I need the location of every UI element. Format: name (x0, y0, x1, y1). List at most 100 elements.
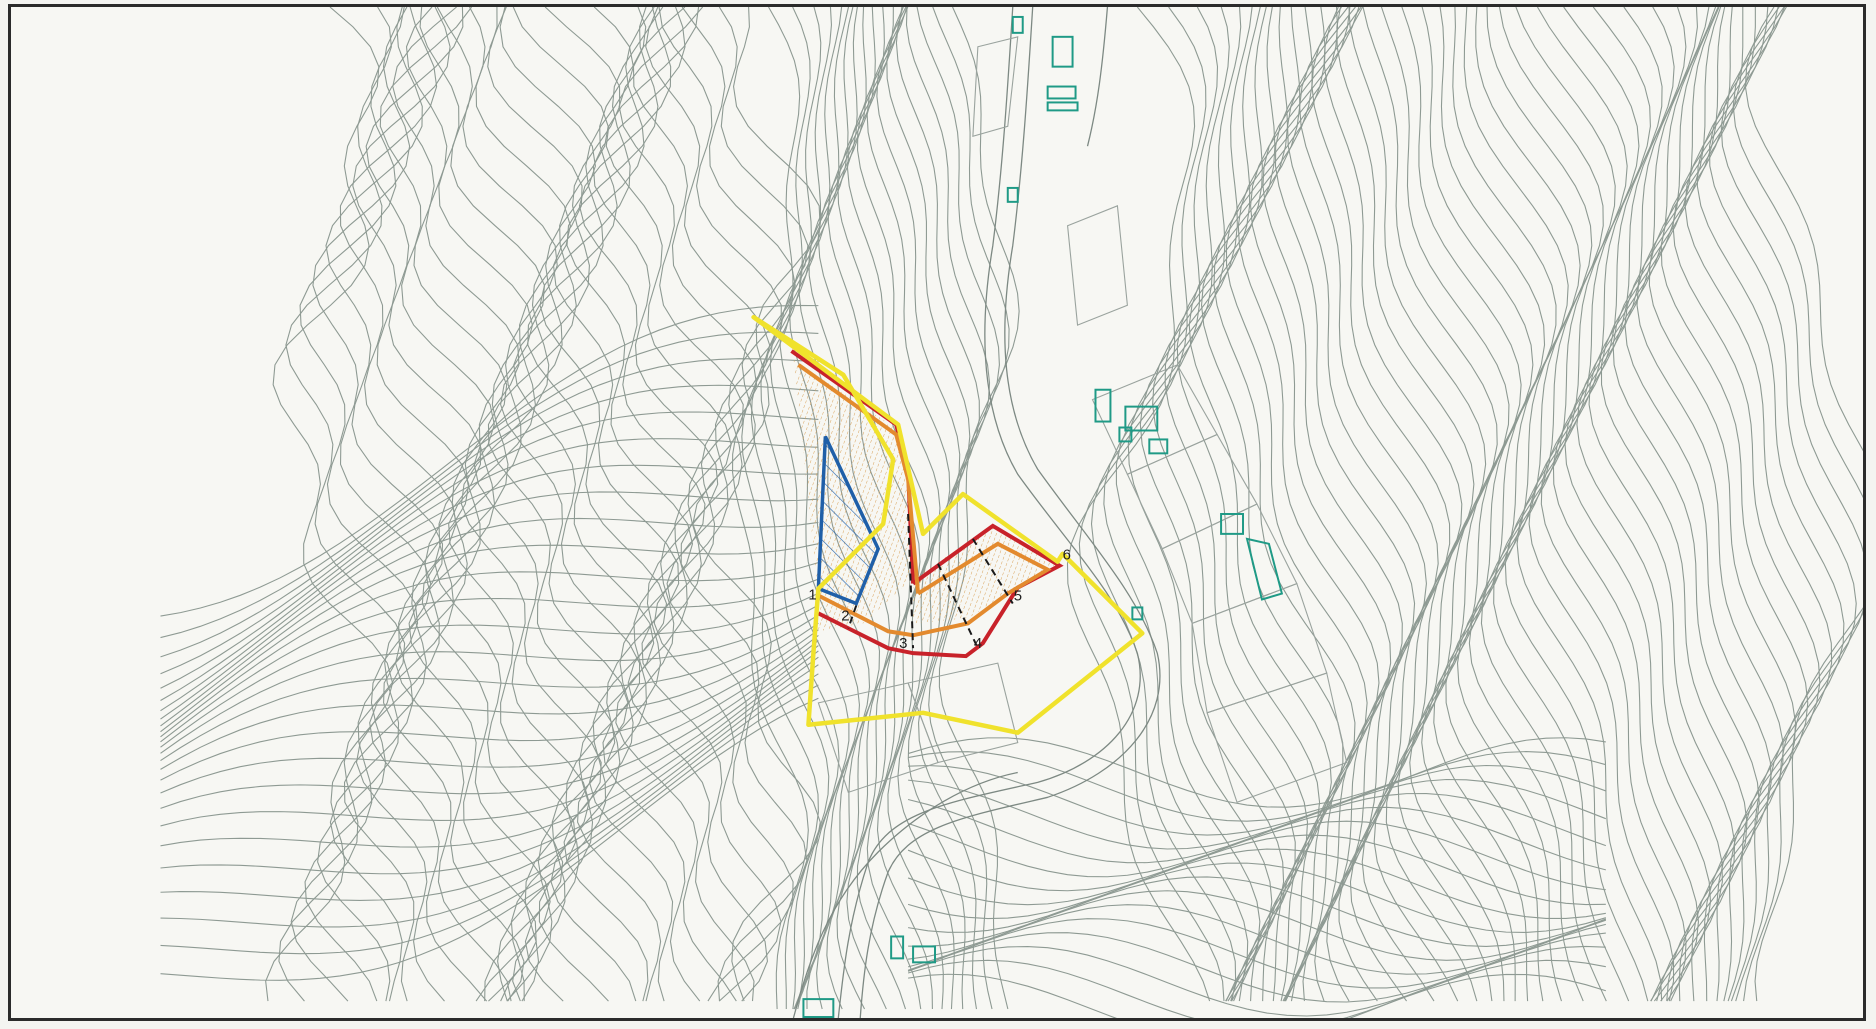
contour-line (1636, 7, 1784, 1002)
contour-line (1385, 7, 1534, 1002)
contour-line (602, 7, 732, 1002)
profile-point-4: 4 (974, 635, 982, 652)
contour-line (487, 7, 616, 1002)
contour-line (1078, 7, 1225, 1002)
contour-line (160, 635, 819, 794)
contour-line (160, 650, 819, 848)
contour-line (383, 7, 512, 1002)
contour-line (160, 604, 819, 754)
contour-line (1588, 7, 1736, 1002)
contour-line (160, 304, 819, 617)
contour-line (760, 7, 840, 1010)
contour-line (160, 592, 819, 748)
contour-line (524, 7, 655, 1002)
contour-line (160, 645, 819, 827)
parcel (1191, 582, 1328, 714)
contour-line (160, 622, 819, 770)
profile-line-2 (847, 605, 858, 629)
orange-line-north[interactable] (797, 363, 921, 594)
contour-line (750, 7, 830, 1010)
contour-line (908, 973, 1606, 1018)
contour-line (1103, 7, 1249, 1002)
contour-line (473, 7, 602, 1002)
contour-line (1225, 7, 1368, 1002)
blue-hatched-zone[interactable] (816, 435, 881, 606)
contour-line (1709, 7, 1857, 1002)
contour-line (329, 7, 457, 1002)
main-road-edge-right (859, 7, 1161, 1018)
contour-line (1516, 7, 1663, 1002)
contour-line (907, 945, 1606, 1017)
parcel (1066, 205, 1128, 326)
contour-line (1732, 7, 1863, 1002)
yellow-boundary[interactable] (751, 314, 1145, 735)
contour-line (355, 7, 482, 1002)
contour-line (1361, 7, 1510, 1002)
contour-line (1468, 7, 1616, 1002)
contour-line (846, 7, 931, 1010)
contour-line (908, 778, 1607, 850)
building (1094, 388, 1112, 423)
contour-line (160, 358, 819, 658)
building (802, 998, 835, 1018)
contour-line (908, 764, 1607, 836)
contour-lines (160, 7, 1863, 1018)
building (1011, 15, 1024, 34)
contour-line (317, 7, 444, 1002)
contour-line (1326, 7, 1475, 1002)
contour-line (1066, 7, 1211, 1002)
site-plan-overlay[interactable]: 1 2 3 4 5 6 (751, 314, 1145, 735)
contour-line (769, 7, 850, 1010)
profile-line-3 (907, 513, 915, 649)
contour-line (1433, 7, 1581, 1002)
profile-point-1: 1 (808, 587, 816, 604)
profile-point-2: 2 (841, 607, 849, 624)
contour-line (1274, 7, 1416, 1002)
contour-line (160, 640, 819, 809)
parcel (907, 662, 1019, 764)
contour-line (1314, 7, 1463, 1002)
building (1124, 405, 1159, 432)
contour-line (1744, 7, 1863, 1002)
contour-line (1262, 7, 1403, 1002)
contour-line (434, 7, 564, 1002)
hatched-slope-area-south (913, 525, 1058, 624)
contour-line (1090, 7, 1237, 1002)
contour-line (1648, 7, 1797, 1002)
contour-line (421, 7, 551, 1002)
contour-line (907, 751, 1606, 822)
contour-line (907, 834, 1606, 906)
contour-line (1696, 7, 1845, 1002)
parcel (1206, 672, 1348, 803)
contour-line (304, 7, 432, 1002)
building (890, 935, 905, 960)
orange-line-south[interactable] (817, 541, 1052, 638)
contour-line (343, 7, 470, 1002)
contour-line (1139, 7, 1285, 1002)
contour-line (1127, 7, 1273, 1002)
contour-line (160, 614, 819, 761)
map-frame: 1 2 3 4 5 6 (8, 4, 1866, 1021)
profile-line-5 (972, 538, 1014, 604)
contour-line (1373, 7, 1522, 1002)
contour-line (160, 464, 819, 712)
contour-line (160, 517, 819, 727)
contour-line (160, 384, 819, 675)
profile-point-3: 3 (899, 635, 907, 652)
contour-line (856, 7, 941, 1010)
profile-point-5: 5 (1014, 587, 1022, 604)
contour-line (732, 7, 809, 1010)
contour-line (1284, 7, 1427, 1002)
contour-line (938, 7, 1020, 1010)
topographic-map[interactable]: 1 2 3 4 5 6 (11, 7, 1863, 1018)
contour-line (160, 629, 819, 781)
building (1245, 537, 1284, 601)
contour-line (907, 904, 1607, 975)
contour-line (1540, 7, 1687, 1002)
parcel (972, 36, 1019, 137)
red-boundary-south[interactable] (817, 523, 1064, 659)
contour-line (1720, 7, 1863, 1002)
contour-line (265, 7, 394, 1002)
contour-line (1552, 7, 1699, 1002)
contour-line (160, 664, 819, 901)
